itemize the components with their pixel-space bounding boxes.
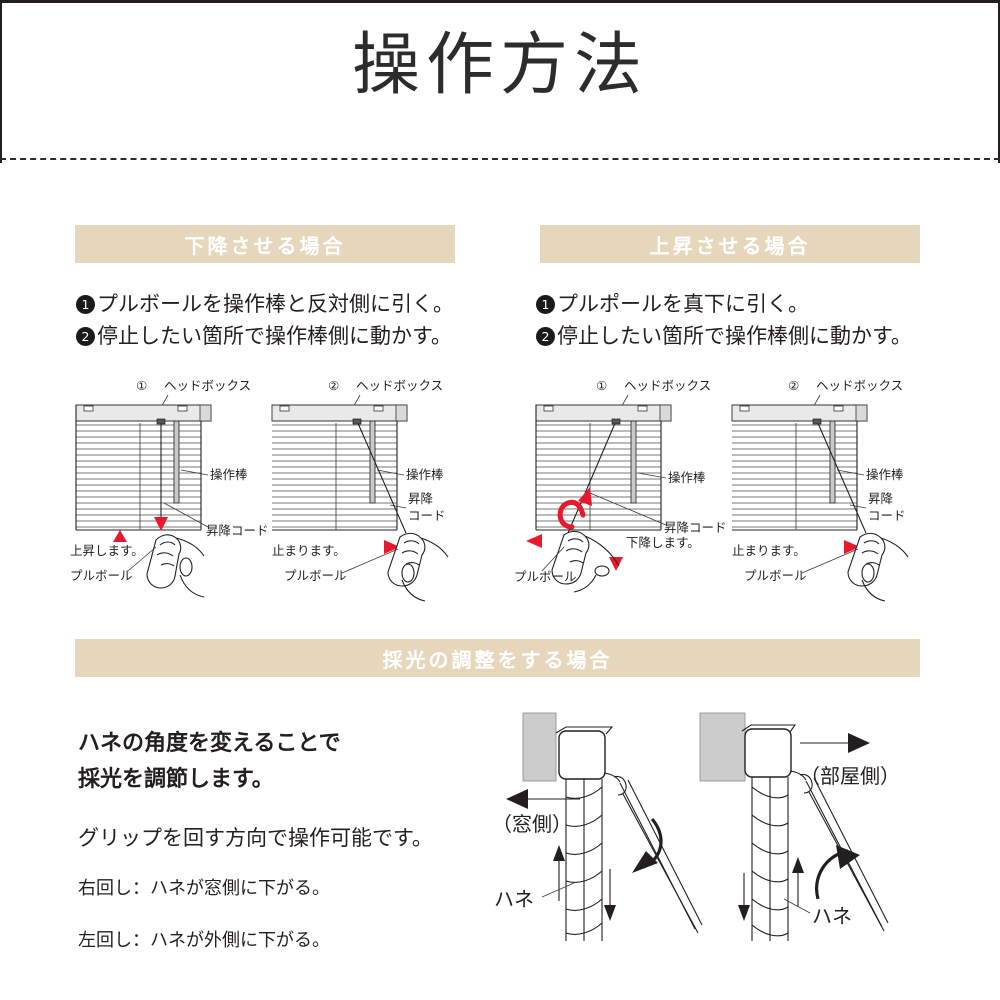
blind-diagram-raise-1: ① ヘッドボックス	[514, 379, 727, 593]
section-banner-lower: 下降させる場合	[75, 225, 455, 263]
rod-label: 操作棒	[668, 470, 706, 485]
grip-diagram-group: （窓側） ハネ	[480, 701, 950, 941]
cord-label-line2: コード	[408, 509, 446, 523]
pull-ball-label: プルボール	[514, 570, 577, 584]
step-number: 1	[536, 295, 555, 314]
blind-diagram-lower-1: ① ヘッドボックス	[70, 379, 269, 598]
section-banner-light: 採光の調整をする場合	[75, 639, 920, 677]
diagram-group-lower: ① ヘッドボックス	[68, 375, 488, 602]
step-text: 停止したい箇所で操作棒側に動かす。	[557, 324, 912, 348]
cord-label-line1: 昇降	[868, 492, 894, 506]
step-text: プルポールを真下に引く。	[557, 293, 809, 316]
light-adjust-text: ハネの角度を変えることで 採光を調節します。 グリップを回す方向で操作可能です。…	[78, 725, 498, 956]
page-border-left	[0, 3, 2, 163]
page-title: 操作方法	[351, 27, 648, 103]
panel-index-label: ①	[136, 379, 147, 393]
cord-label: 昇降コード	[206, 524, 269, 538]
panel-index-label: ①	[596, 379, 607, 393]
blind-diagram-lower-2: ② ヘッドボックス	[271, 379, 449, 602]
pull-ball-label: プルボール	[744, 569, 807, 583]
page-border-right	[998, 3, 1000, 163]
action-label: 下降します。	[626, 536, 700, 550]
headbox-label: ヘッドボックス	[164, 379, 251, 393]
headbox-label: ヘッドボックス	[816, 379, 903, 393]
light-note-line1: 右回し：ハネが窓側に下がる。	[78, 878, 330, 899]
step-number: 2	[76, 326, 95, 346]
step-number: 2	[536, 326, 555, 346]
light-lead-line2: 採光を調節します。	[78, 765, 274, 791]
light-note-line2: 左回し：ハネが外側に下がる。	[78, 930, 330, 951]
panel-index-label: ②	[328, 379, 339, 393]
rod-label: 操作棒	[210, 467, 248, 482]
step-number: 1	[76, 295, 95, 314]
action-label: 止まります。	[272, 544, 346, 558]
light-sub: グリップを回す方向で操作可能です。	[78, 827, 433, 851]
blind-diagram-raise-2: ② ヘッドボックス	[731, 379, 909, 602]
action-label: 止まります。	[732, 544, 806, 558]
header-divider	[0, 158, 1000, 160]
cord-label-line2: コード	[868, 509, 906, 523]
light-lead-line1: ハネの角度を変えることで	[78, 730, 341, 755]
pull-ball-label: プルボール	[284, 569, 347, 583]
cord-label: 昇降コード	[664, 521, 727, 535]
section-banner-raise: 上昇させる場合	[540, 225, 920, 263]
pull-ball-label: プルボール	[70, 569, 133, 583]
panel-index-label: ②	[788, 379, 799, 393]
action-label: 上昇します。	[70, 544, 144, 558]
step-text: プルボールを操作棒と反対側に引く。	[97, 293, 454, 316]
vane-label: ハネ	[494, 889, 534, 911]
rod-label: 操作棒	[406, 467, 444, 482]
rod-label: 操作棒	[866, 467, 904, 482]
grip-diagram-room-side: （部屋側） ハネ	[699, 712, 900, 941]
step-text: 停止したい箇所で操作棒側に動かす。	[97, 324, 452, 348]
diagram-group-raise: ① ヘッドボックス	[514, 375, 958, 602]
grip-diagram-window-side: （窓側） ハネ	[492, 712, 703, 941]
room-side-label: （部屋側）	[800, 765, 900, 788]
headbox-label: ヘッドボックス	[356, 379, 443, 393]
cord-label-line1: 昇降	[408, 492, 434, 506]
vane-label: ハネ	[812, 906, 852, 928]
headbox-label: ヘッドボックス	[624, 379, 711, 393]
window-side-label: （窓側）	[492, 813, 572, 836]
